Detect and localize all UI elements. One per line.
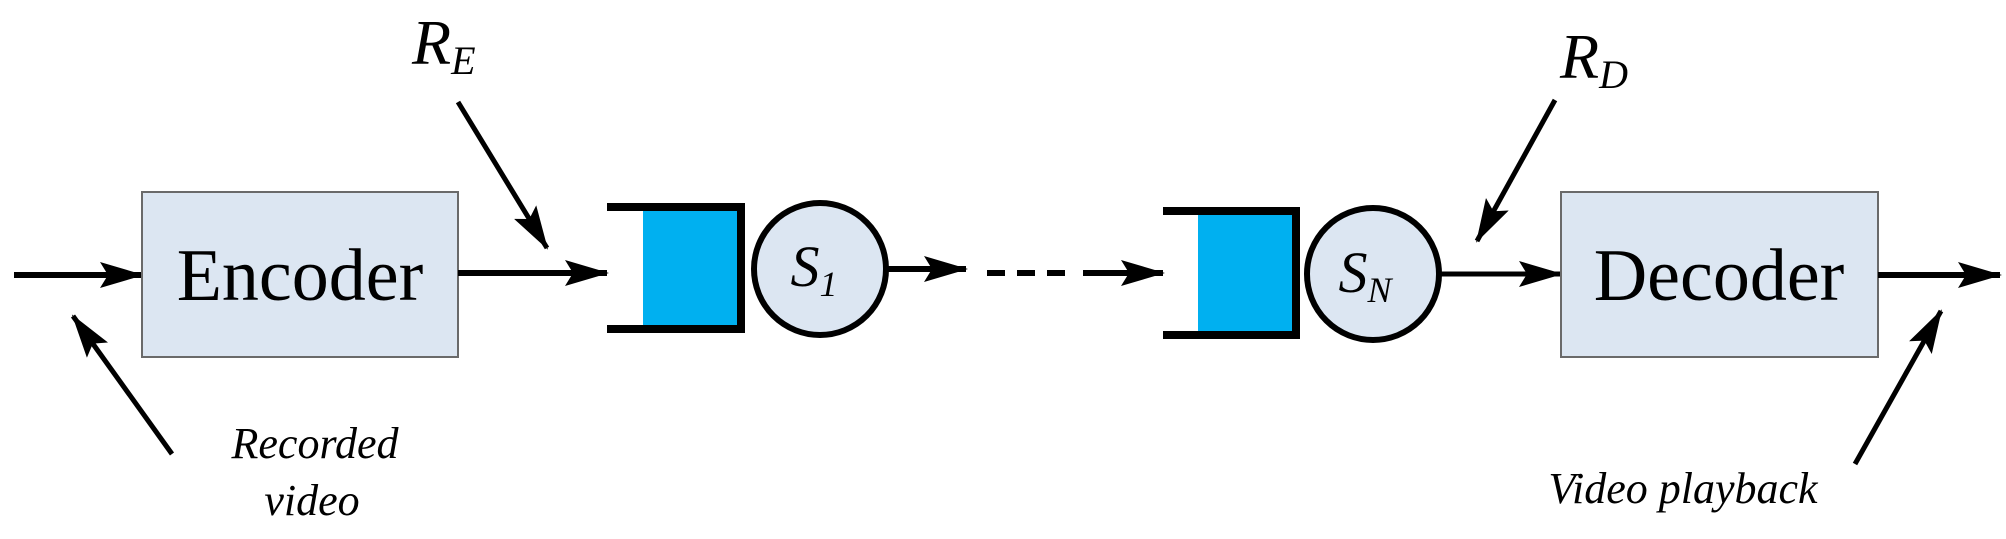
queue-1-buffer — [643, 207, 741, 325]
encoder-rate-pointer — [455, 100, 550, 250]
encoder-rate-symbol: R — [411, 7, 451, 78]
server-n-symbol: S — [1338, 240, 1367, 305]
input-annotation-line2: video — [264, 476, 359, 525]
output-annotation-pointer — [1852, 309, 1944, 466]
decoder-box — [1560, 191, 1879, 358]
decoder-rate-label: RD — [1559, 21, 1628, 97]
decoder-label: Decoder — [1594, 235, 1845, 317]
queue-n-buffer — [1198, 215, 1296, 333]
queue-1-outline — [607, 203, 745, 333]
queue-n — [1163, 207, 1300, 339]
encoder-rate-subscript: E — [450, 38, 475, 83]
decoder-rate-symbol: R — [1559, 21, 1599, 92]
output-annotation: Video playback — [1548, 464, 1819, 513]
server-n-label: SN — [1338, 240, 1393, 310]
encoder-block: Encoder — [141, 191, 459, 358]
input-annotation-line1: Recorded — [231, 419, 400, 468]
decoder-block: Decoder — [1560, 191, 1879, 358]
encoder-rate-label: RE — [411, 7, 476, 83]
input-annotation-pointer — [70, 314, 175, 456]
queue-1 — [607, 203, 745, 333]
server-n: SN — [1304, 205, 1442, 343]
server-n-subscript: N — [1366, 270, 1393, 310]
server-1-label: S1 — [791, 234, 838, 304]
encoder-label: Encoder — [177, 235, 424, 317]
decoder-rate-subscript: D — [1598, 52, 1628, 97]
queue-n-outline — [1163, 207, 1300, 339]
encoder-box — [141, 191, 459, 358]
decoder-rate-pointer — [1474, 98, 1558, 243]
server-1-subscript: 1 — [820, 264, 838, 304]
server-1-symbol: S — [791, 234, 820, 299]
server-1: S1 — [751, 200, 889, 338]
